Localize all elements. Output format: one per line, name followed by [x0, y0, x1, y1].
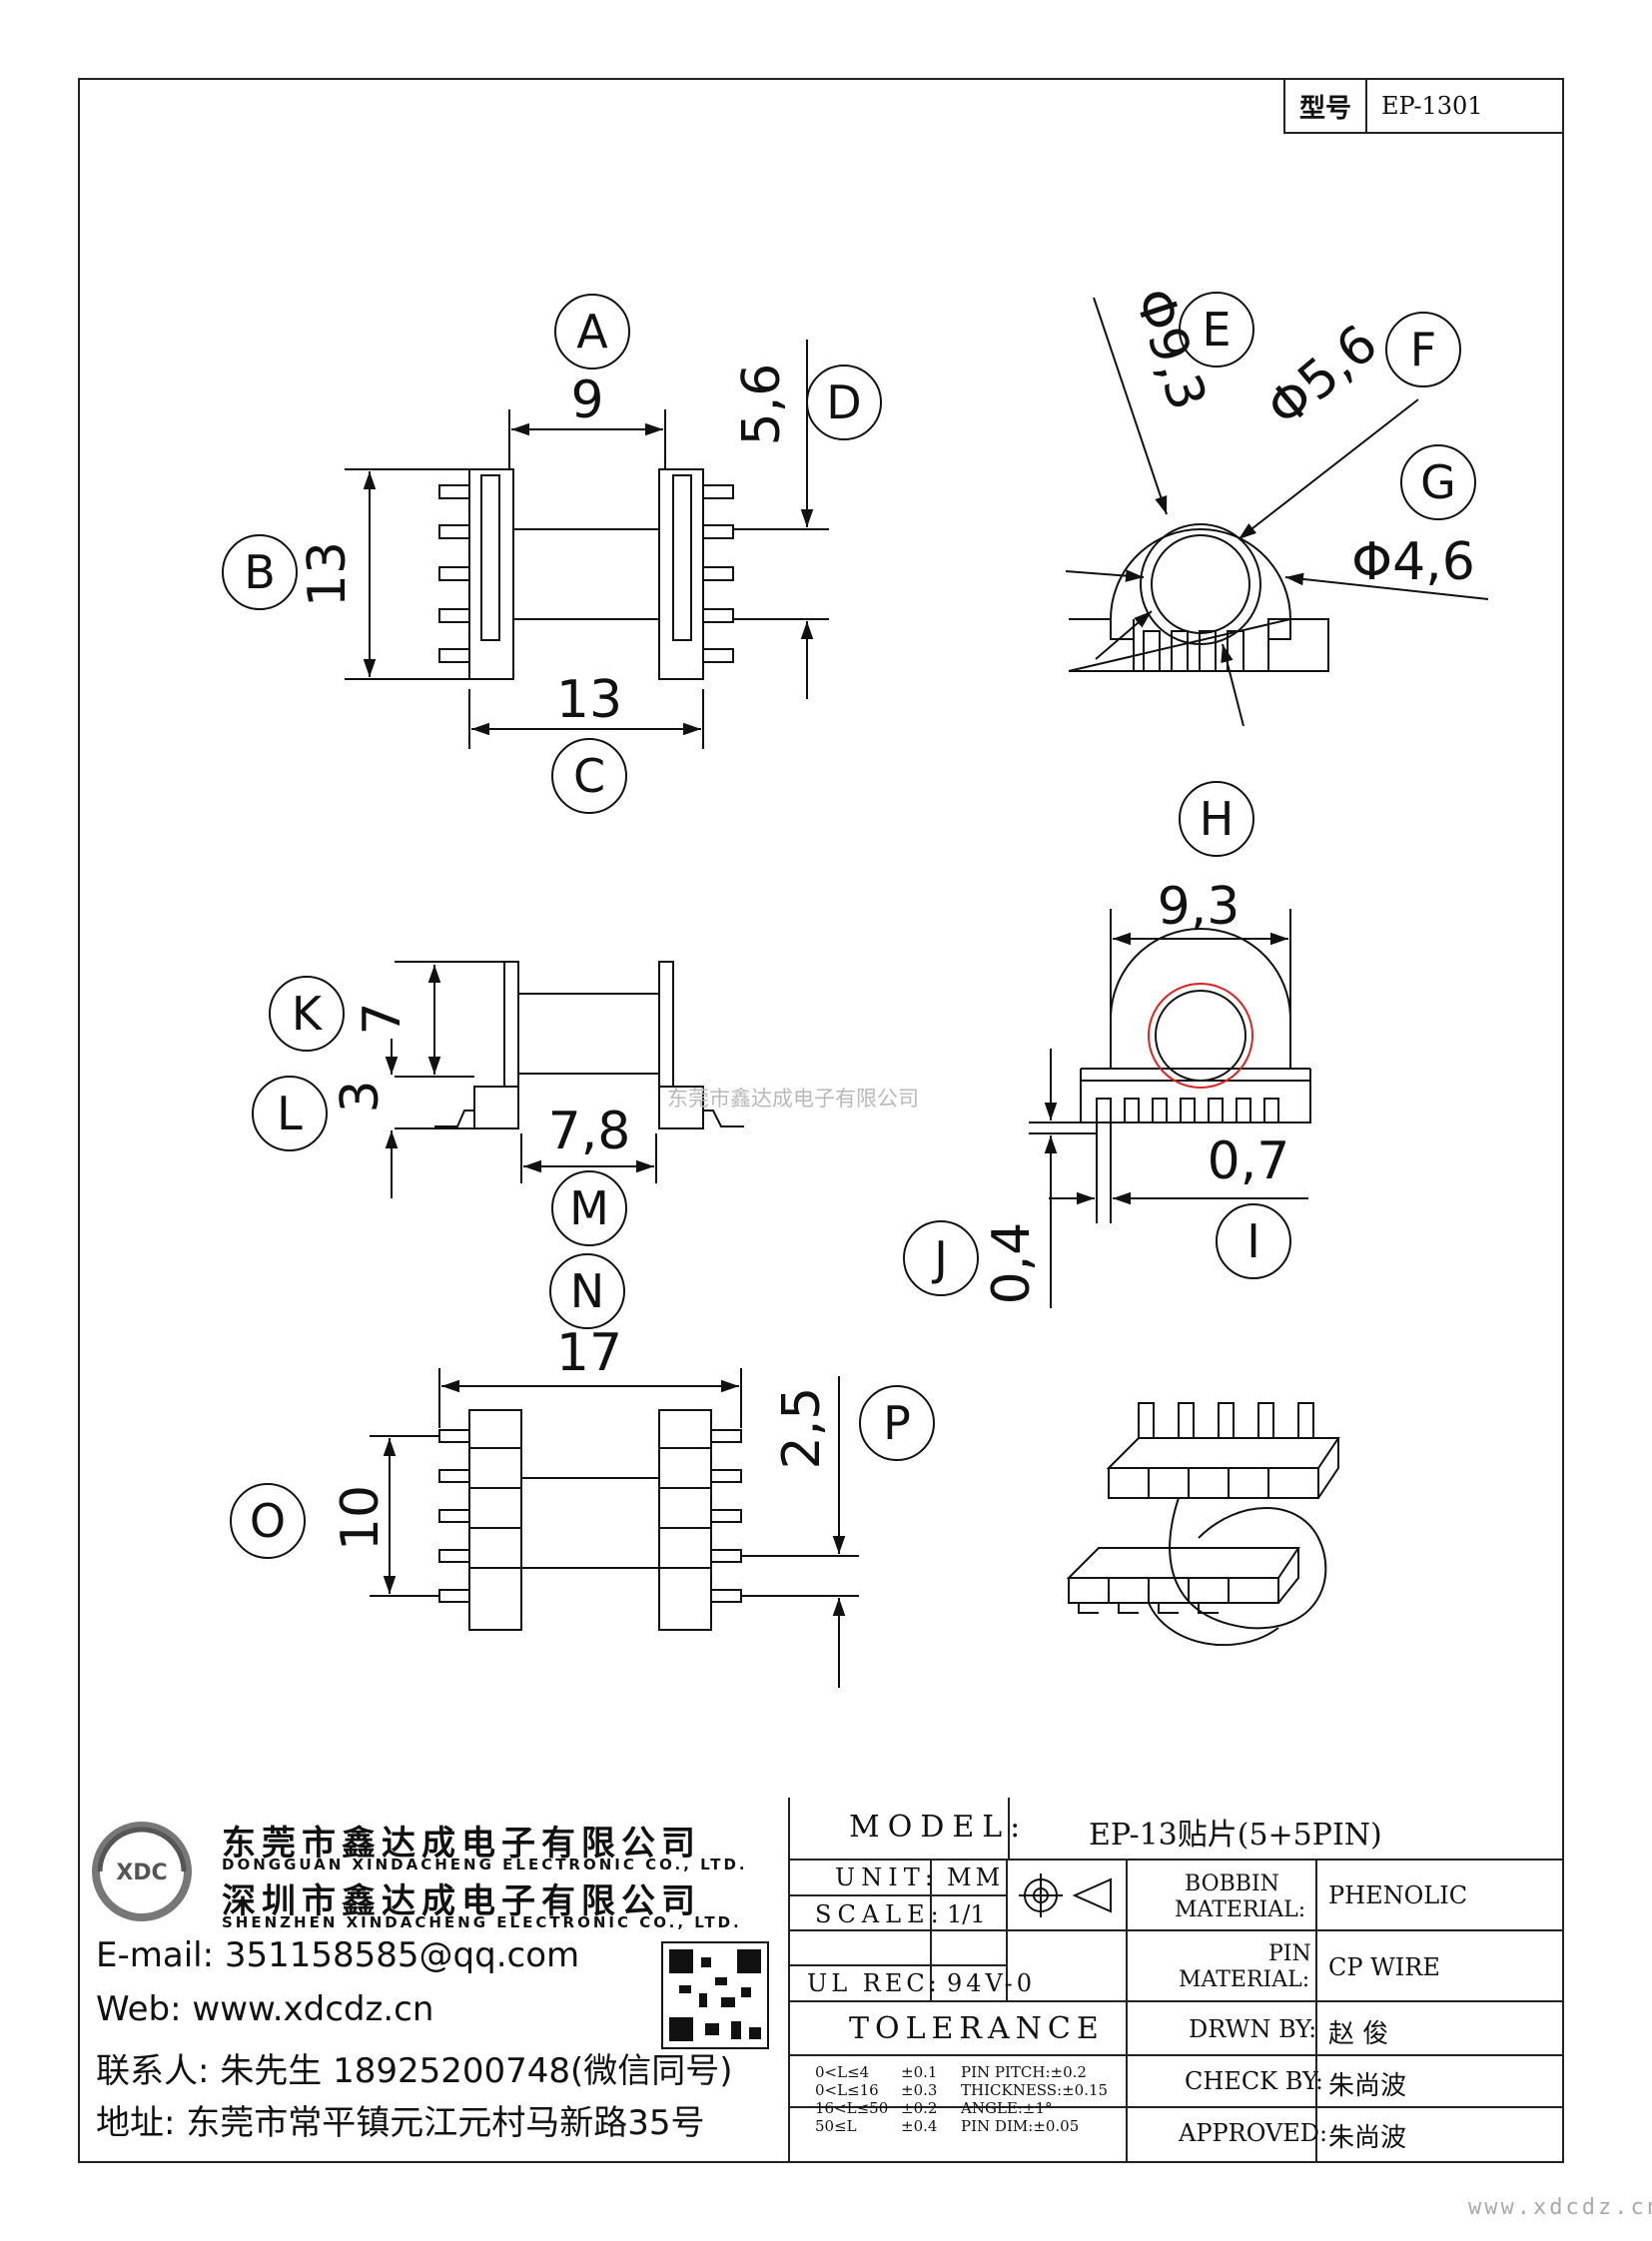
tol-range: 0<L≤16: [815, 2081, 879, 2099]
bobbin-material-label-1: BOBBIN: [1185, 1871, 1279, 1896]
tol-spec: PIN PITCH:±0.2: [961, 2063, 1087, 2081]
pin-material-label-1: PIN: [1268, 1941, 1311, 1966]
drawn-by-label: DRWN BY:: [1189, 2015, 1317, 2043]
company-name-shenzhen-en: SHENZHEN XINDACHENG ELECTRONIC CO., LTD.: [222, 1913, 742, 1931]
dim-F: Φ5,6: [1255, 314, 1388, 438]
callout-E: E: [1202, 303, 1231, 357]
dim-D: 5,6: [732, 364, 792, 446]
highlight-circle: [1148, 983, 1253, 1089]
tol-range: 16<L≤50: [815, 2099, 889, 2117]
dim-M: 7,8: [548, 1102, 631, 1161]
callout-L: L: [277, 1087, 303, 1140]
model-number-box: 型号 EP-1301: [1283, 80, 1562, 134]
drawn-by-value: 赵 俊: [1328, 2019, 1389, 2049]
callout-N: N: [570, 1264, 604, 1318]
side-view: [385, 961, 744, 1198]
approved-value: 朱尚波: [1328, 2123, 1407, 2153]
unit-value: MM: [947, 1864, 1005, 1891]
callout-A: A: [576, 305, 608, 359]
drawing-frame: [78, 78, 1564, 2163]
scale-value: 1/1: [947, 1900, 986, 1928]
tolerance-label: TOLERANCE: [849, 2011, 1105, 2046]
pin-material-value: CP WIRE: [1328, 1953, 1440, 1981]
dim-N: 17: [556, 1323, 622, 1383]
dim-O: 10: [331, 1485, 391, 1551]
callout-C: C: [573, 749, 605, 803]
check-by-label: CHECK BY:: [1185, 2067, 1323, 2095]
ul-rec-label: UL REC:: [807, 1969, 941, 1997]
dim-B: 13: [298, 541, 358, 607]
qr-code-icon: [661, 1941, 769, 2049]
bottom-view: [370, 1368, 859, 1688]
ul-rec-value: 94V-0: [947, 1969, 1037, 1997]
top-view: [345, 340, 829, 749]
end-view: [1065, 297, 1489, 727]
company-name-shenzhen: 深圳市鑫达成电子有限公司: [222, 1881, 701, 1921]
watermark: 东莞市鑫达成电子有限公司: [667, 1087, 919, 1111]
company-address: 地址: 东莞市常平镇元江元村马新路35号: [96, 2103, 705, 2143]
tol-spec: THICKNESS:±0.15: [961, 2081, 1109, 2099]
dim-P: 2,5: [772, 1387, 832, 1470]
bobbin-material-value: PHENOLIC: [1328, 1881, 1468, 1909]
model-label: MODEL:: [849, 1810, 1029, 1845]
unit-label: UNIT:: [835, 1864, 939, 1891]
callout-G: G: [1420, 455, 1456, 509]
dim-K: 7: [353, 1002, 413, 1035]
tol-range: 50≤L: [815, 2117, 857, 2135]
tol-range: 0<L≤4: [815, 2063, 870, 2081]
callout-O: O: [250, 1494, 286, 1548]
callout-F: F: [1410, 323, 1436, 376]
callout-K: K: [292, 987, 324, 1041]
company-contact: 联系人: 朱先生 18925200748(微信同号): [96, 2051, 733, 2091]
dim-J: 0,4: [982, 1222, 1042, 1305]
dim-H: 9,3: [1158, 877, 1240, 937]
top-view-pins-left: [438, 484, 470, 663]
front-view: [1029, 909, 1311, 1308]
top-view-pins-right: [702, 484, 734, 663]
pin-material-label-2: MATERIAL:: [1179, 1967, 1310, 1992]
dim-G: Φ4,6: [1351, 532, 1475, 592]
scale-label: SCALE:: [815, 1900, 945, 1928]
projection-symbol-icon: [1019, 1873, 1112, 1917]
title-block-grid: [788, 1798, 1564, 2163]
model-number-value: EP-1301: [1381, 92, 1483, 120]
dim-C: 13: [556, 670, 622, 730]
callout-circles: [222, 292, 1476, 1559]
tol-value: ±0.2: [901, 2099, 938, 2117]
check-by-value: 朱尚波: [1328, 2071, 1407, 2101]
bobbin-material-label-2: MATERIAL:: [1175, 1897, 1306, 1922]
logo-text: XDC: [116, 1861, 167, 1885]
tol-spec: ANGLE:±1°: [961, 2099, 1053, 2117]
company-email: E-mail: 351158585@qq.com: [96, 1935, 580, 1975]
callout-H: H: [1200, 792, 1235, 846]
company-name-dongguan: 东莞市鑫达成电子有限公司: [222, 1824, 701, 1864]
dim-I: 0,7: [1208, 1131, 1290, 1191]
tol-value: ±0.1: [901, 2063, 938, 2081]
callout-M: M: [569, 1181, 609, 1235]
callout-P: P: [883, 1396, 911, 1450]
approved-label: APPROVED:: [1179, 2119, 1328, 2147]
callout-J: J: [931, 1231, 948, 1285]
isometric-view: [1066, 1402, 1340, 1647]
company-name-dongguan-en: DONGGUAN XINDACHENG ELECTRONIC CO., LTD.: [222, 1856, 748, 1873]
tol-spec: PIN DIM:±0.05: [961, 2117, 1080, 2135]
footer-url[interactable]: www.xdcdz.cn: [1468, 2195, 1652, 2220]
tol-value: ±0.3: [901, 2081, 938, 2099]
callout-D: D: [826, 375, 861, 429]
tol-value: ±0.4: [901, 2117, 938, 2135]
dim-L: 3: [331, 1080, 391, 1113]
callout-I: I: [1246, 1214, 1260, 1268]
company-logo: XDC: [92, 1822, 192, 1921]
model-number-label: 型号: [1285, 80, 1367, 132]
callout-B: B: [244, 545, 276, 599]
dim-A: 9: [570, 371, 603, 430]
company-website: Web: www.xdcdz.cn: [96, 1989, 434, 2029]
model-value: EP-13贴片(5+5PIN): [1089, 1818, 1382, 1853]
